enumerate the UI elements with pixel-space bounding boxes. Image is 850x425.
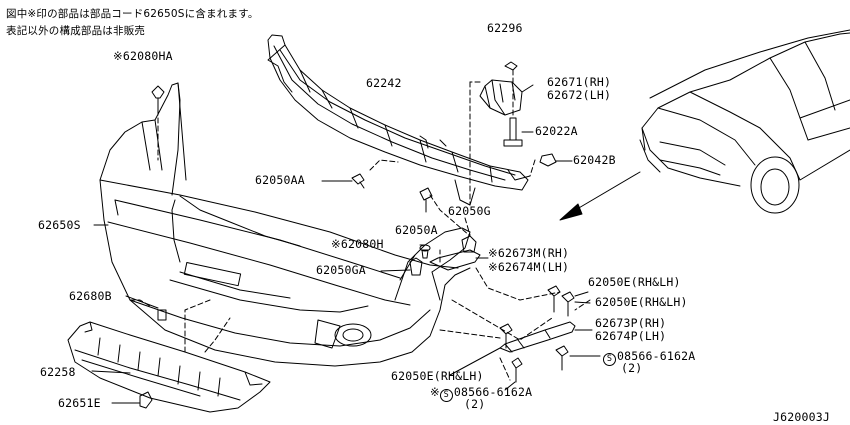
label-62673P[interactable]: 62673P(RH) <box>595 316 667 330</box>
fasteners <box>139 61 575 409</box>
label-bolt-bottom-qty: (2) <box>464 397 486 411</box>
s-symbol-icon: S <box>439 389 453 402</box>
label-62650S[interactable]: 62650S <box>38 218 81 232</box>
label-62050E-upper[interactable]: 62050E(RH&LH) <box>588 275 681 289</box>
note-included-parts: 図中※印の部品は部品コード62650Sに含まれます。 <box>6 8 259 20</box>
diagram-code: J620003J <box>773 410 830 424</box>
included-mark: ※ <box>430 385 440 399</box>
label-62050AA[interactable]: 62050AA <box>255 173 305 187</box>
label-62022A[interactable]: 62022A <box>535 124 578 138</box>
label-62050E-middle[interactable]: 62050E(RH&LH) <box>595 295 688 309</box>
note-not-sold: 表記以外の構成部品は非販売 <box>6 25 146 37</box>
label-62242[interactable]: 62242 <box>366 76 402 90</box>
bumper-reinforcement <box>267 34 531 206</box>
label-62080H[interactable]: ※62080H <box>331 237 384 251</box>
label-bolt-bottom-number: 08566-6162A <box>453 385 533 399</box>
label-62050E-lower[interactable]: 62050E(RH&LH) <box>391 369 484 383</box>
side-bracket-lower <box>499 321 576 353</box>
s-symbol-icon: S <box>603 353 616 366</box>
label-62050G[interactable]: 62050G <box>448 204 491 218</box>
dashed-guides <box>129 67 591 381</box>
label-62680B[interactable]: 62680B <box>69 289 112 303</box>
label-62042B[interactable]: 62042B <box>573 153 616 167</box>
label-62258[interactable]: 62258 <box>40 365 76 379</box>
side-bracket-upper-small <box>429 249 481 271</box>
direction-arrow <box>559 171 641 221</box>
under-cover <box>67 321 271 413</box>
label-62673M[interactable]: ※62673M(RH) <box>488 246 570 260</box>
leader-lines <box>91 84 601 404</box>
label-62674M[interactable]: ※62674M(LH) <box>488 260 570 274</box>
label-62672[interactable]: 62672(LH) <box>547 88 612 102</box>
label-62050GA[interactable]: 62050GA <box>316 263 366 277</box>
side-bracket-upper <box>479 79 523 116</box>
label-62050A[interactable]: 62050A <box>395 223 438 237</box>
label-bolt-right-number: 08566-6162A <box>617 349 696 363</box>
label-62671[interactable]: 62671(RH) <box>547 75 612 89</box>
label-bolt-right-qty: (2) <box>621 361 643 375</box>
label-62080HA[interactable]: ※62080HA <box>113 49 173 63</box>
bumper-fascia <box>99 82 471 367</box>
label-62651E[interactable]: 62651E <box>58 396 101 410</box>
car-illustration <box>639 29 850 214</box>
label-62296[interactable]: 62296 <box>487 21 523 35</box>
label-62674P[interactable]: 62674P(LH) <box>595 329 667 343</box>
